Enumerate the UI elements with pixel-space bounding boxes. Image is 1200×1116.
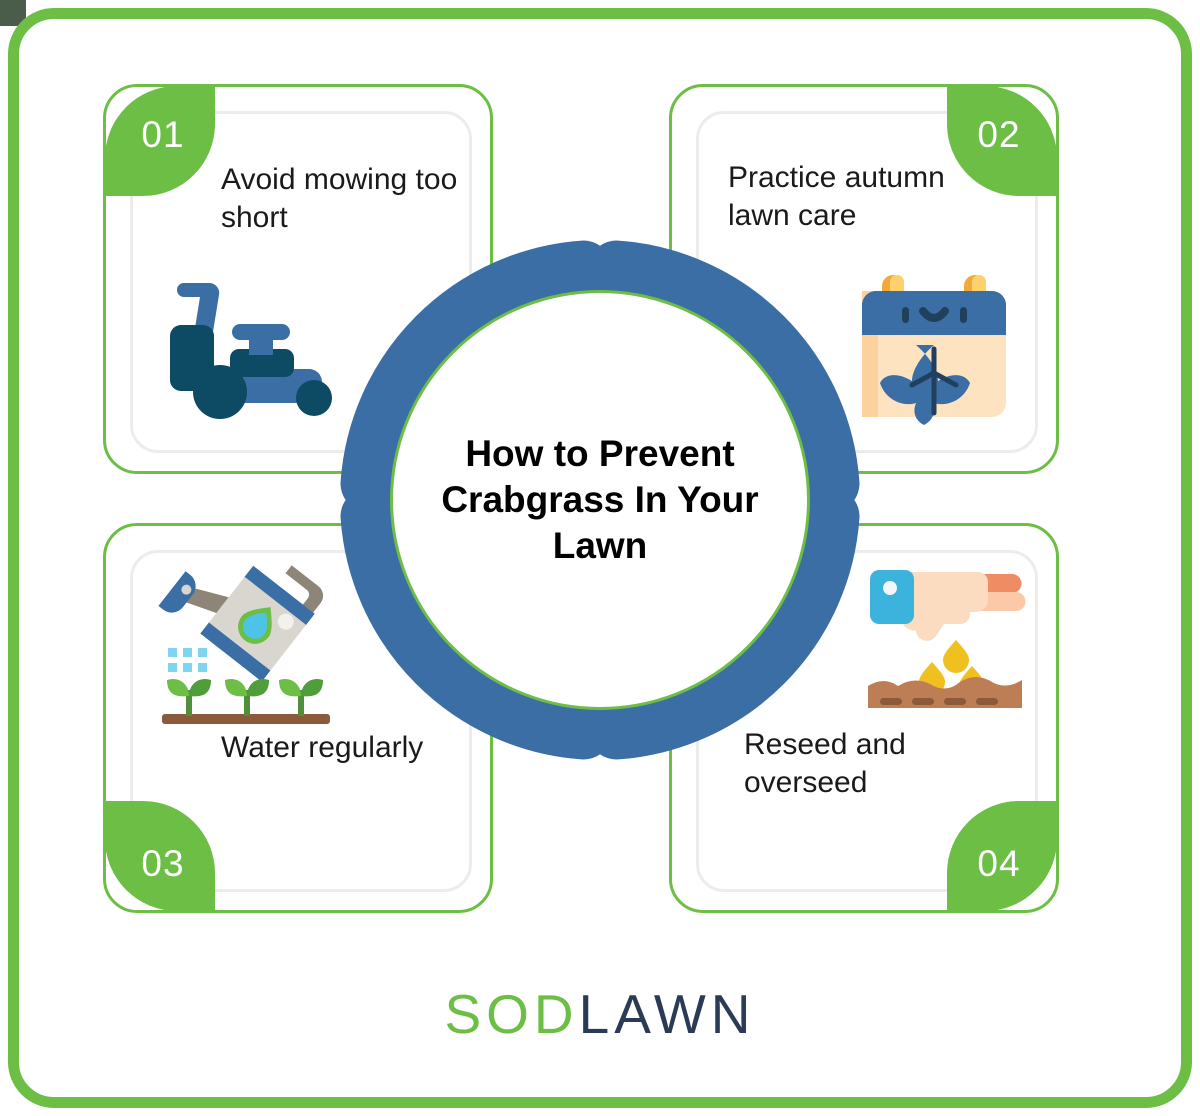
hand-sowing-seeds-icon (864, 562, 1036, 717)
card-number-04: 04 (977, 842, 1021, 884)
center-wheel: How to Prevent Crabgrass In Your Lawn (335, 235, 865, 765)
logo-lawn: LAWN (578, 983, 756, 1045)
card-title-01: Avoid mowing too short (221, 163, 458, 234)
brand-logo: SODLAWN (0, 982, 1200, 1046)
card-number-02: 02 (977, 113, 1021, 155)
card-number-01: 01 (141, 113, 185, 155)
card-title-04: Reseed and overseed (744, 728, 906, 799)
logo-sod: SOD (444, 983, 579, 1045)
lawn-mower-icon (154, 267, 344, 432)
autumn-calendar-icon (854, 273, 1014, 430)
card-number-03: 03 (141, 842, 185, 884)
blue-arc-ring (340, 240, 860, 760)
center-title: How to Prevent Crabgrass In Your Lawn (441, 433, 759, 566)
center-circle: How to Prevent Crabgrass In Your Lawn (390, 290, 810, 710)
card-title-02: Practice autumn lawn care (728, 161, 945, 232)
watering-can-seedlings-icon (154, 560, 344, 735)
card-title-03: Water regularly (221, 731, 424, 764)
